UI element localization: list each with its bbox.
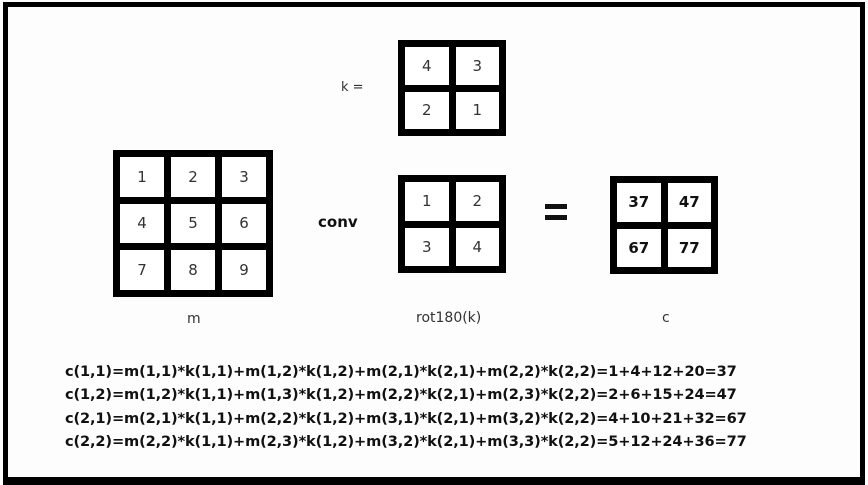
m-cell: 1: [120, 157, 164, 197]
m-cell: 4: [120, 203, 164, 244]
kernel-cell: 4: [405, 47, 449, 85]
kernel-matrix: 4 3 2 1: [398, 40, 506, 136]
kernel-cell: 1: [455, 91, 499, 129]
equations-block: c(1,1)=m(1,1)*k(1,1)+m(1,2)*k(1,2)+m(2,1…: [65, 360, 747, 453]
result-matrix-c: 37 47 67 77: [610, 176, 718, 274]
rotated-kernel-cell: 2: [455, 182, 499, 221]
conv-operator: conv: [318, 213, 358, 231]
result-cell: 37: [617, 183, 661, 222]
m-cell: 2: [171, 157, 215, 197]
m-cell: 5: [171, 203, 215, 244]
kernel-label: k =: [341, 80, 364, 95]
rotated-kernel-matrix: 1 2 3 4: [398, 175, 506, 273]
equation-line: c(1,1)=m(1,1)*k(1,1)+m(1,2)*k(1,2)+m(2,1…: [65, 363, 737, 380]
result-label: c: [662, 310, 670, 326]
equals-bar-bottom: [545, 215, 567, 220]
rotated-kernel-label: rot180(k): [416, 310, 482, 326]
m-cell: 3: [222, 157, 266, 197]
rotated-kernel-cell: 4: [455, 227, 499, 266]
m-cell: 8: [171, 250, 215, 290]
m-matrix-label: m: [187, 311, 201, 327]
m-cell: 6: [222, 203, 266, 244]
equals-bar-top: [545, 204, 567, 209]
equals-sign-icon: [545, 200, 567, 222]
equation-line: c(1,2)=m(1,2)*k(1,1)+m(1,3)*k(1,2)+m(2,2…: [65, 386, 737, 404]
rotated-kernel-cell: 3: [405, 227, 449, 266]
m-cell: 9: [222, 250, 266, 290]
result-cell: 47: [667, 183, 711, 222]
result-cell: 67: [617, 228, 661, 267]
equation-line: c(2,1)=m(2,1)*k(1,1)+m(2,2)*k(1,2)+m(3,1…: [65, 409, 747, 427]
rotated-kernel-cell: 1: [405, 182, 449, 221]
result-cell: 77: [667, 228, 711, 267]
kernel-cell: 2: [405, 91, 449, 129]
kernel-cell: 3: [455, 47, 499, 85]
equation-line: c(2,2)=m(2,2)*k(1,1)+m(2,3)*k(1,2)+m(3,2…: [65, 432, 747, 450]
m-cell: 7: [120, 250, 164, 290]
input-matrix-m: 1 2 3 4 5 6 7 8 9: [113, 150, 273, 297]
